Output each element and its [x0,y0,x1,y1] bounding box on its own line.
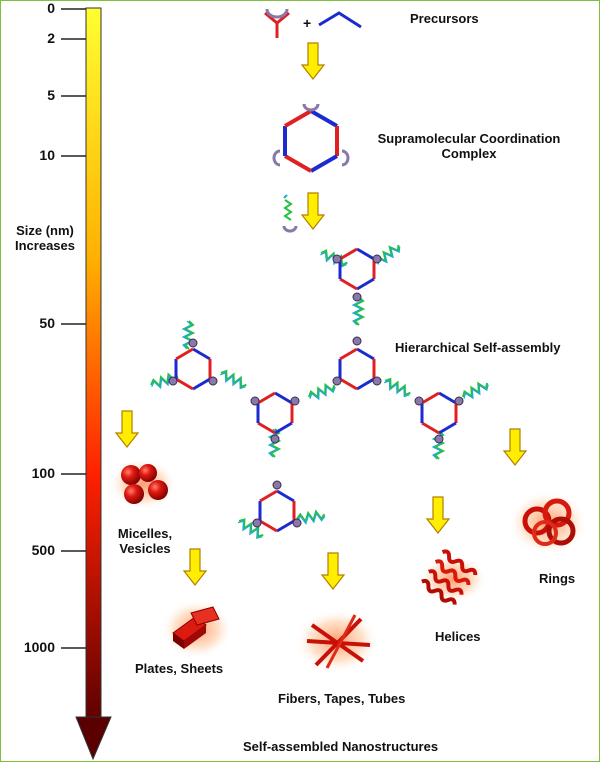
footer-title: Self-assembled Nanostructures [243,739,439,754]
scale-tick-50: 50 [39,315,55,331]
scale-tick-0: 0 [47,0,55,16]
complex-to-hierarchical-arrow [301,192,325,230]
scale-tick-5: 5 [47,87,55,103]
hierarchical-network [148,240,492,542]
micelles-vesicles-icon [109,458,177,510]
precursor-tripodal-ligand-icon [264,8,290,38]
rings-icon [508,491,588,555]
rings-label: Rings [539,571,576,586]
fibers-arrow [321,552,345,590]
hierarchical-self-assembly-label: Hierarchical Self-assembly [395,340,561,355]
coordination-complex-hexagon-icon [272,103,350,173]
fibers-tapes-tubes-icon [295,609,379,673]
scale-tick-2: 2 [47,30,55,46]
helices-arrow [426,496,450,534]
plates-sheets-label: Plates, Sheets [135,661,224,676]
scale-tick-500: 500 [31,542,55,558]
size-scale-arrow [75,7,112,761]
helices-label: Helices [435,629,481,644]
precursors-label: Precursors [410,11,479,26]
coordination-complex-label: Supramolecular Coordination Complex [377,131,561,161]
scale-tick-100: 100 [31,465,55,481]
micelles-vesicles-label: Micelles, Vesicles [117,526,173,556]
size-axis-label: Size (nm) Increases [15,223,75,253]
helices-icon [419,549,487,605]
functionalized-linker-icon [282,194,298,233]
scale-tick-1000: 1000 [23,639,55,655]
micelles-arrow [115,410,139,448]
rings-arrow [503,428,527,466]
plates-sheets-icon [161,599,233,659]
scale-tick-10: 10 [39,147,55,163]
precursor-linear-ligand-icon [318,11,362,29]
scale-tick-marks [61,8,86,649]
plates-arrow [183,548,207,586]
fibers-tapes-tubes-label: Fibers, Tapes, Tubes [278,691,406,706]
plus-sign: + [303,15,312,31]
precursor-to-complex-arrow [301,42,325,80]
